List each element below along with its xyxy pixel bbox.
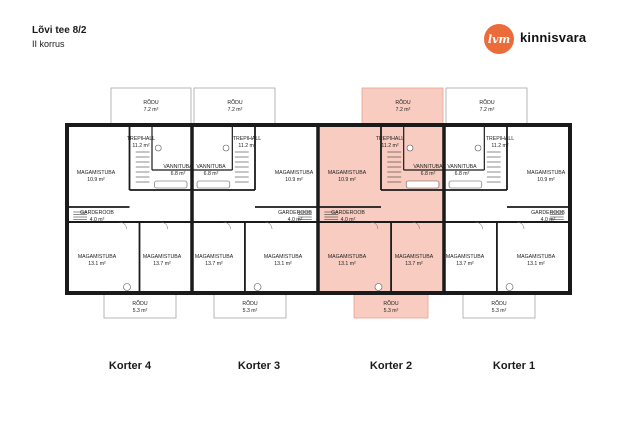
- bathtub: [154, 180, 188, 189]
- balcony-bottom: [213, 292, 287, 319]
- door-swing: [370, 221, 379, 230]
- floor-label: II korrus: [32, 39, 65, 49]
- balcony-bottom: [103, 292, 177, 319]
- balcony-bottom: [462, 292, 536, 319]
- brand-logo: lvm: [484, 24, 514, 54]
- brand-name: kinnisvara: [520, 30, 587, 45]
- door-swing: [119, 221, 127, 230]
- toilet: [406, 144, 414, 152]
- balcony-door: [374, 283, 383, 291]
- door-swing: [265, 221, 273, 230]
- door-swing: [475, 221, 483, 230]
- logo-text: lvm: [487, 32, 511, 46]
- balcony-door: [505, 283, 514, 291]
- highlight-balcony-bottom: [353, 292, 429, 319]
- door-swing: [223, 221, 231, 230]
- apartment-label-4[interactable]: Korter 4: [108, 360, 152, 372]
- toilet: [474, 144, 482, 152]
- door-swing: [160, 221, 168, 230]
- door-swing: [412, 221, 420, 230]
- toilet: [154, 144, 162, 152]
- balcony-top: [445, 87, 528, 126]
- balcony-door: [253, 283, 262, 291]
- apartment-label-1[interactable]: Korter 1: [492, 360, 536, 372]
- bathtub: [405, 180, 440, 189]
- door-swing: [517, 221, 525, 230]
- bathtub: [196, 180, 231, 189]
- balcony-door: [123, 283, 131, 291]
- apartment-label-2[interactable]: Korter 2: [369, 360, 413, 372]
- highlight-balcony-top: [361, 87, 444, 126]
- page-title: Lõvi tee 8/2: [32, 25, 87, 36]
- apartment-label-3[interactable]: Korter 3: [237, 360, 281, 372]
- balcony-top: [193, 87, 276, 126]
- bathtub: [448, 180, 483, 189]
- toilet: [222, 144, 230, 152]
